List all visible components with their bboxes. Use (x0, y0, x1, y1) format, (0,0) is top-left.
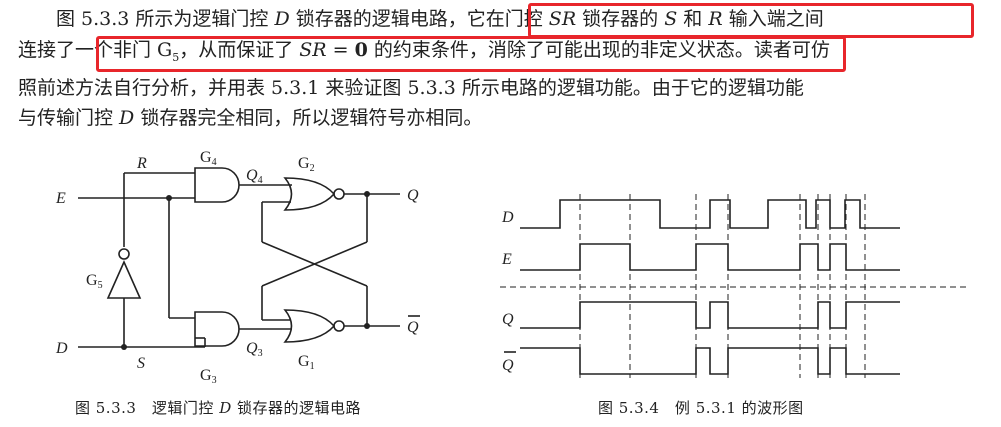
waveform-diagram: D E Q Q (500, 194, 970, 378)
text: 与传输门控 (18, 107, 120, 130)
label-g2: G2 (298, 155, 315, 174)
label-e: E (55, 190, 66, 207)
text: 5 (172, 50, 180, 64)
figure-caption-waveform: 图 5.3.4 例 5.3.1 的波形图 (598, 399, 804, 417)
text: 图 5.3.3 所示为逻辑门控 (56, 8, 275, 30)
body-paragraph: 图 5.3.3 所示为逻辑门控 D 锁存器的逻辑电路，它在门控 SR 锁存器的 … (18, 4, 986, 134)
label-wave-q: Q (502, 311, 514, 328)
junction-q (364, 191, 370, 197)
text: 3 (258, 348, 263, 359)
gate-g4 (194, 167, 240, 203)
text: G (298, 353, 310, 370)
label-s: S (137, 355, 145, 372)
text: 锁存器的逻辑电路， (289, 8, 467, 30)
text: D (274, 8, 290, 30)
junction-e (166, 195, 172, 201)
text: 和 (677, 8, 709, 30)
label-q3: Q3 (246, 340, 263, 359)
paragraph-line-3: 照前述方法自行分析，并用表 5.3.1 来验证图 5.3.3 所示电路的逻辑功能… (18, 76, 804, 99)
gate-g3 (194, 311, 240, 347)
label-q4: Q4 (246, 167, 263, 186)
text: SR (299, 38, 327, 61)
text: 1 (310, 361, 315, 372)
text: G (298, 155, 310, 172)
text: D (219, 399, 232, 417)
waveform-qbar (520, 347, 900, 375)
text: S (664, 8, 678, 30)
text: 输入端之间 (722, 8, 824, 30)
label-g5: G5 (86, 272, 103, 291)
label-wave-e: E (501, 251, 512, 268)
gate-g5-bubble (118, 248, 130, 260)
label-r: R (136, 155, 147, 172)
text: D (119, 107, 135, 130)
text: 4 (212, 157, 217, 168)
waveform-e (520, 243, 900, 271)
text: R (708, 8, 723, 30)
gate-g1-bubble (333, 320, 345, 332)
figure-caption-circuit: 图 5.3.3 逻辑门控 D 锁存器的逻辑电路 (75, 397, 361, 418)
text: SR (548, 8, 577, 30)
text: Q (246, 167, 258, 184)
paragraph-line-1: 图 5.3.3 所示为逻辑门控 D 锁存器的逻辑电路，它在门控 SR 锁存器的 … (18, 4, 986, 35)
latch-circuit-diagram: E D R S G4 G2 G3 G1 G5 Q4 Q3 Q Q (55, 150, 420, 386)
text: = (326, 38, 355, 61)
wire-fb-qbar2 (261, 241, 368, 287)
label-g3: G3 (200, 367, 217, 386)
label-q: Q (407, 187, 419, 204)
text: ，从而保证了 (179, 38, 300, 61)
junction-d (121, 344, 127, 350)
label-g4: G4 (200, 150, 217, 168)
junction-qbar (364, 323, 370, 329)
text: 2 (310, 163, 315, 174)
gate-g5 (106, 260, 142, 299)
text: 连接了一个非门 G (18, 38, 173, 61)
text: 图 5.3.3 逻辑门控 (75, 399, 220, 417)
text: 锁存器的逻辑电路 (231, 399, 362, 417)
label-wave-qbar: Q (502, 357, 514, 374)
text: G (86, 272, 98, 289)
text: G (200, 150, 212, 166)
label-d: D (55, 340, 68, 357)
text: 3 (212, 375, 217, 386)
label-qbar: Q (407, 319, 419, 336)
waveform-q (520, 301, 900, 329)
text: G (200, 367, 212, 384)
text: 0 (354, 38, 368, 61)
gate-g1 (283, 309, 336, 343)
text: 的约束条件，消除了可能出现的非定义状态 (367, 38, 735, 61)
text: 锁存器完全相同，所以逻辑符号亦相同。 (134, 107, 483, 130)
gate-g2 (283, 177, 336, 211)
text: Q (246, 340, 258, 357)
paragraph-line-4: 与传输门控 D 锁存器完全相同，所以逻辑符号亦相同。 (18, 103, 986, 134)
waveform-d (520, 199, 900, 229)
text: 它在门控 (466, 8, 549, 30)
text: 。读者可仿 (734, 38, 830, 61)
gate-g2-bubble (333, 188, 345, 200)
text: 5 (98, 280, 103, 291)
text: 锁存器的 (576, 8, 665, 30)
label-g1: G1 (298, 353, 315, 372)
label-wave-d: D (501, 209, 514, 226)
paragraph-line-2: 连接了一个非门 G5，从而保证了 SR = 0 的约束条件，消除了可能出现的非定… (18, 35, 986, 73)
text: 4 (258, 175, 263, 186)
